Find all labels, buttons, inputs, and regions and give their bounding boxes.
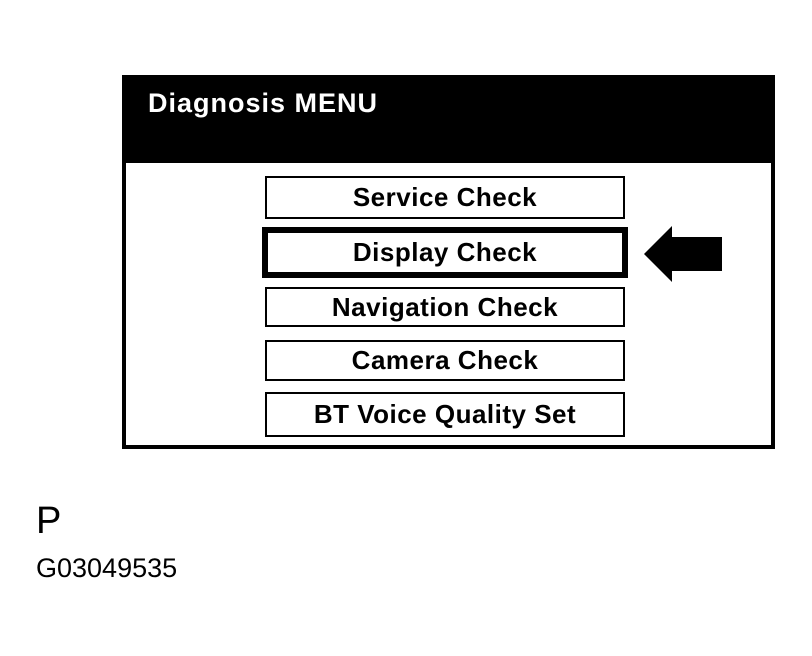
menu-button-label: Display Check [352, 237, 538, 267]
menu-button-navigation-check[interactable]: Navigation Check [265, 287, 625, 327]
screen-header: Diagnosis MENU [122, 75, 775, 163]
menu-button-service-check[interactable]: Service Check [265, 176, 625, 219]
menu-button-camera-check[interactable]: Camera Check [265, 340, 625, 381]
menu-button-label: Navigation Check [331, 291, 559, 322]
menu-button-label: Service Check [352, 182, 538, 212]
menu-button-label: Camera Check [351, 345, 539, 375]
left-arrow-icon [644, 226, 722, 282]
menu-button-display-check[interactable]: Display Check [262, 227, 628, 278]
figure-id: G03049535 [36, 553, 178, 583]
page-label: P [36, 500, 62, 542]
menu-button-bt-voice-quality-set[interactable]: BT Voice Quality Set [265, 392, 625, 437]
menu-button-label: BT Voice Quality Set [313, 399, 577, 429]
screen-title: Diagnosis MENU [148, 88, 379, 118]
